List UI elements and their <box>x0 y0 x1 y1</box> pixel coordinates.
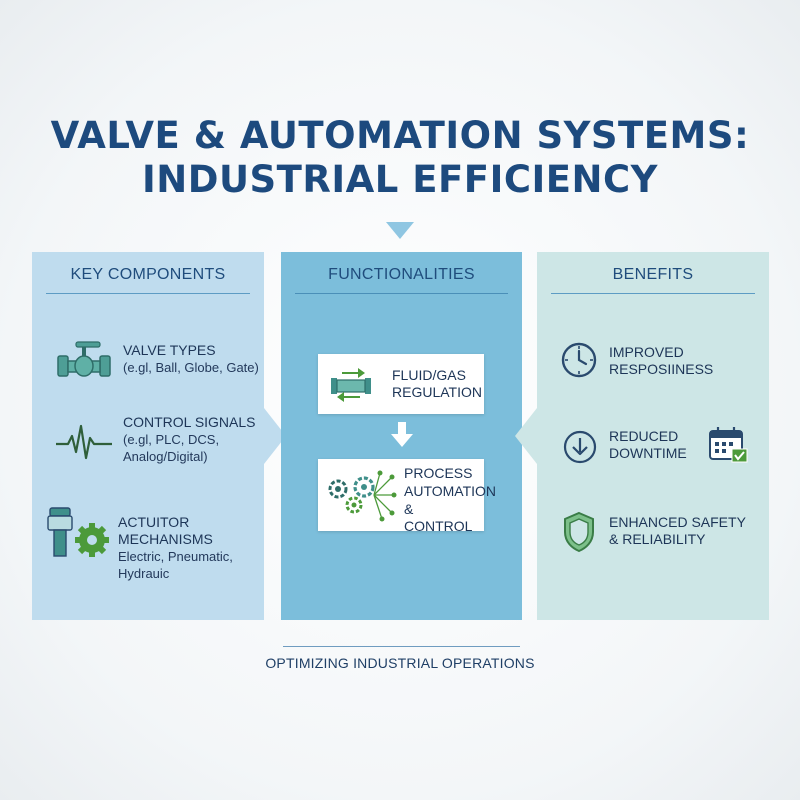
process-automation-line-3: & CONTROL <box>404 501 473 534</box>
shield-icon <box>564 511 594 553</box>
valve-types-item: VALVE TYPES (e.gl, Ball, Globe, Gate) <box>123 342 259 376</box>
reduced-line-2: DOWNTIME <box>609 445 687 461</box>
left-panel-pointer <box>264 408 286 464</box>
footer-tagline: OPTIMIZING INDUSTRIAL OPERATIONS <box>265 655 535 671</box>
valve-types-detail: (e.gl, Ball, Globe, Gate) <box>123 360 259 375</box>
signal-wave-icon <box>56 424 112 460</box>
improved-line-2: RESPOSIINESS <box>609 361 714 377</box>
title-line-2: INDUSTRIAL EFFICIENCY <box>142 158 658 201</box>
pipe-flow-icon <box>331 368 371 402</box>
gears-network-icon <box>328 470 397 522</box>
enhanced-line-2: & RELIABILITY <box>609 531 706 547</box>
key-components-heading: KEY COMPONENTS <box>70 266 226 283</box>
control-signals-detail-1: (e.gl, PLC, DCS, <box>123 432 220 447</box>
key-components-panel: KEY COMPONENTS VALVE TYPES (e.gl, Ball, … <box>32 252 264 620</box>
benefits-heading: BENEFITS <box>612 266 694 283</box>
enhanced-line-1: ENHANCED SAFETY <box>609 514 746 530</box>
valve-types-label: VALVE TYPES <box>123 342 216 358</box>
functionalities-panel: FUNCTIONALITIES FLUID/GAS REGULATION <box>281 252 522 620</box>
process-automation-line-2: AUTOMATION <box>404 483 497 499</box>
down-arrow-circle-icon <box>563 430 597 464</box>
reduced-line-1: REDUCED <box>609 428 679 444</box>
clock-icon <box>561 342 597 378</box>
right-panel-pointer <box>515 408 537 464</box>
key-components-divider <box>46 293 250 294</box>
title-down-pointer <box>386 222 414 239</box>
actuator-mechanisms-detail-1: Electric, Pneumatic, <box>118 549 233 564</box>
functionalities-divider <box>295 293 508 294</box>
control-signals-detail-2: Analog/Digital) <box>123 449 208 464</box>
enhanced-safety-item: ENHANCED SAFETY & RELIABILITY <box>609 514 746 548</box>
control-signals-label: CONTROL SIGNALS <box>123 414 256 430</box>
control-signals-item: CONTROL SIGNALS (e.gl, PLC, DCS, Analog/… <box>123 414 256 465</box>
benefits-divider <box>551 293 755 294</box>
process-automation-card: PROCESS AUTOMATION & CONTROL <box>318 459 496 534</box>
benefits-panel: BENEFITS IMPROVED RESPOSIINESS REDUCED D… <box>537 252 769 620</box>
valve-icon <box>57 341 111 377</box>
calendar-check-icon <box>709 427 748 463</box>
actuator-mechanisms-detail-2: Hydrauic <box>118 566 170 581</box>
fluid-gas-line-2: REGULATION <box>392 384 482 400</box>
actuator-mechanisms-label: ACTUITOR MECHANISMS <box>118 514 213 547</box>
reduced-downtime-item: REDUCED DOWNTIME <box>609 428 687 462</box>
process-automation-line-1: PROCESS <box>404 465 473 481</box>
improved-responsiveness-item: IMPROVED RESPOSIINESS <box>609 344 713 378</box>
footer-divider <box>283 646 520 647</box>
functionalities-heading: FUNCTIONALITIES <box>328 266 475 283</box>
fluid-gas-regulation-card: FLUID/GAS REGULATION <box>318 354 484 414</box>
actuator-gear-icon <box>47 507 109 557</box>
improved-line-1: IMPROVED <box>609 344 684 360</box>
fluid-gas-line-1: FLUID/GAS <box>392 367 466 383</box>
flow-down-arrow-icon <box>391 422 413 447</box>
actuator-mechanisms-item: ACTUITOR MECHANISMS Electric, Pneumatic,… <box>118 514 264 582</box>
title-line-1: VALVE & AUTOMATION SYSTEMS: <box>50 114 750 157</box>
